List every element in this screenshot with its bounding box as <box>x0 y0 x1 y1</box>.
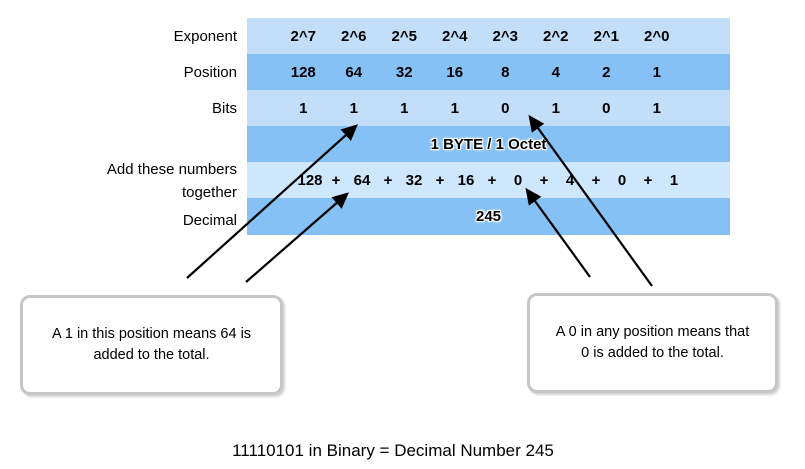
position-cells: 128 64 32 16 8 4 2 1 <box>278 54 682 90</box>
position-row-label: Position <box>183 64 237 81</box>
callout-zero-bit-line-0: A 0 in any position means that <box>555 324 750 340</box>
sum-token-5: + <box>435 171 445 189</box>
binary-table: 2^7 2^6 2^5 2^4 2^3 2^2 2^1 2^0 128 64 32 16 8 4 2 1 1… <box>247 18 730 235</box>
sum-row-label: Add these numbers together <box>107 158 237 204</box>
sum-row-label-line-0: Add these numbers <box>106 161 237 178</box>
byte-banner-row: 1 BYTE / 1 Octet <box>247 126 730 162</box>
sum-token-14: 1 <box>669 171 679 189</box>
sum-token-10: 4 <box>565 171 575 189</box>
bit-cell-7: 1 <box>652 99 661 117</box>
callout-zero-bit-line-1: 0 is added to the total. <box>581 345 724 361</box>
sum-token-9: + <box>539 171 549 189</box>
exponent-cell-3: 2^4 <box>442 27 468 45</box>
diagram-caption: 11110101 in Binary = Decimal Number 245 <box>232 441 554 460</box>
position-cell-6: 2 <box>602 63 611 81</box>
exponent-row: 2^7 2^6 2^5 2^4 2^3 2^2 2^1 2^0 <box>247 18 730 54</box>
position-cell-7: 1 <box>652 63 661 81</box>
decimal-row: 245 <box>247 198 730 235</box>
byte-banner-text: 1 BYTE / 1 Octet <box>430 135 547 153</box>
exponent-cell-2: 2^5 <box>391 27 417 45</box>
sum-token-7: + <box>487 171 497 189</box>
callout-one-bit-line-0: A 1 in this position means 64 is <box>51 326 252 342</box>
exponent-cell-5: 2^2 <box>543 27 569 45</box>
sum-row: 128 +64 +32 +16 +0 +4 +0 +1 <box>247 162 730 198</box>
bit-cell-4: 0 <box>501 99 510 117</box>
position-cell-3: 16 <box>446 63 464 81</box>
exponent-cell-1: 2^6 <box>341 27 367 45</box>
position-cell-1: 64 <box>345 63 363 81</box>
sum-token-11: + <box>591 171 601 189</box>
position-cell-0: 128 <box>290 63 316 81</box>
bit-cell-1: 1 <box>349 99 358 117</box>
decimal-value: 245 <box>475 208 502 225</box>
sum-token-8: 0 <box>513 171 523 189</box>
exponent-cell-6: 2^1 <box>593 27 619 45</box>
sum-token-0: 128 <box>297 171 323 189</box>
bit-cell-3: 1 <box>450 99 459 117</box>
bit-cell-0: 1 <box>299 99 308 117</box>
sum-token-13: + <box>643 171 653 189</box>
sum-token-1: + <box>331 171 341 189</box>
callout-one-bit: A 1 in this position means 64 is added to… <box>20 295 283 395</box>
sum-token-2: 64 <box>353 171 371 189</box>
exponent-cell-7: 2^0 <box>644 27 670 45</box>
bit-cell-6: 0 <box>602 99 611 117</box>
sum-row-label-line-1: together <box>181 184 237 201</box>
callout-one-bit-line-1: added to the total. <box>93 347 210 363</box>
position-cell-2: 32 <box>395 63 413 81</box>
decimal-row-label: Decimal <box>182 212 237 229</box>
position-row: 128 64 32 16 8 4 2 1 <box>247 54 730 90</box>
position-cell-5: 4 <box>551 63 560 81</box>
bit-cells: 1 1 1 1 0 1 0 1 <box>278 90 682 126</box>
sum-token-3: + <box>383 171 393 189</box>
bit-cell-5: 1 <box>551 99 560 117</box>
bit-cell-2: 1 <box>400 99 409 117</box>
exponent-cells: 2^7 2^6 2^5 2^4 2^3 2^2 2^1 2^0 <box>278 18 682 54</box>
exponent-row-label: Exponent <box>173 28 237 45</box>
sum-cells: 128 +64 +32 +16 +0 +4 +0 +1 <box>297 162 687 198</box>
position-cell-4: 8 <box>501 63 510 81</box>
bits-row-label: Bits <box>211 100 237 117</box>
bits-row: 1 1 1 1 0 1 0 1 <box>247 90 730 126</box>
exponent-cell-0: 2^7 <box>290 27 316 45</box>
callout-zero-bit: A 0 in any position means that 0 is added… <box>527 293 778 393</box>
sum-token-4: 32 <box>405 171 423 189</box>
sum-token-6: 16 <box>457 171 475 189</box>
sum-token-12: 0 <box>617 171 627 189</box>
exponent-cell-4: 2^3 <box>492 27 518 45</box>
